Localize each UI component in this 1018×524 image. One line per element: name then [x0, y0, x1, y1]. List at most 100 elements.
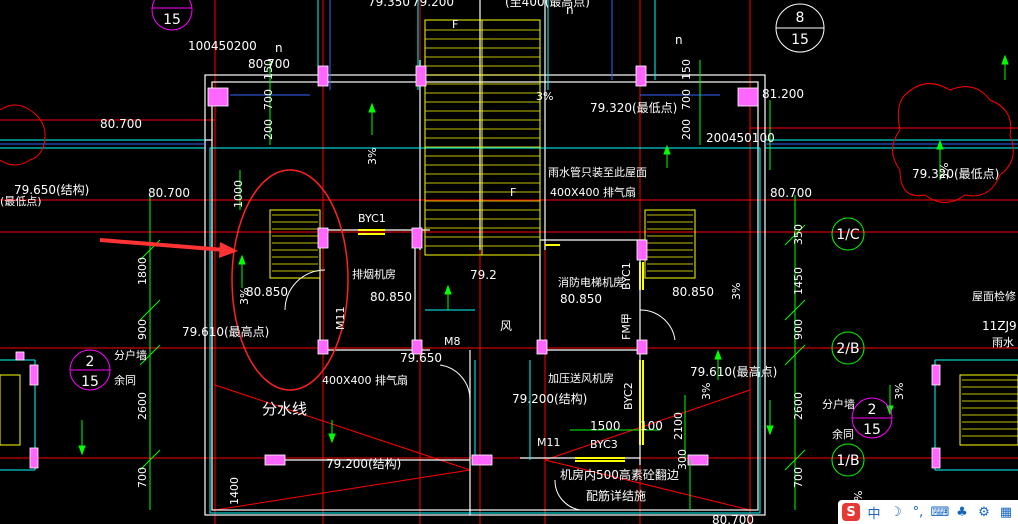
blue-lines: [0, 0, 1018, 145]
skin-icon[interactable]: ♣: [956, 504, 968, 520]
note-text: 分户墙: [114, 348, 147, 362]
note-text: F: [510, 186, 516, 199]
slope-text: 3%: [238, 288, 251, 305]
elevation-text: 81.200: [762, 87, 804, 101]
elevation-text: 80.850: [370, 290, 412, 304]
dimension-text: 300: [676, 449, 689, 470]
dimension-text: 200: [262, 119, 275, 140]
elevation-text: 79.650: [400, 351, 442, 365]
dimension-text: 1000: [232, 180, 245, 208]
room-name: 消防电梯机房: [558, 275, 624, 289]
detail-bubble-bottom-text: 15: [81, 374, 99, 390]
chinese-mode-toggle[interactable]: 中: [867, 506, 881, 522]
detail-bubble-top-text: 8: [796, 10, 805, 26]
slope-text: 3%: [700, 383, 713, 400]
axis-bubble-label: 2/B: [836, 341, 859, 357]
dimension-text: 900: [792, 319, 805, 340]
note-text: n: [566, 3, 574, 17]
note-text: (至400(最高点): [505, 0, 590, 9]
room-labels: 雨水管只装至此屋面 400X400 排气扇 400X400 排气扇 BYC1 排…: [114, 3, 1017, 503]
note-text: (最低点): [0, 195, 42, 208]
note-text: 11ZJ9: [982, 319, 1017, 333]
detail-bubble-bottom-text: 15: [791, 32, 809, 48]
note-text: n: [675, 33, 683, 47]
dimension-text: 150: [262, 59, 275, 80]
stair-treads: [272, 29, 1018, 437]
elevation-text: 80.700: [148, 186, 190, 200]
detail-bubble-top-text: 2: [868, 402, 877, 418]
elevation-text: 100450200: [188, 39, 257, 53]
elevation-text: 80.850: [560, 292, 602, 306]
axis-bubble-label: 1/C: [836, 227, 860, 243]
dimension-text: 100: [640, 419, 663, 433]
window-tag: BYC1: [358, 212, 386, 225]
door-tag: M8: [444, 335, 461, 348]
dimension-text: 200: [680, 119, 693, 140]
axis-bubble-2b: 2/B: [831, 331, 865, 365]
dimension-text: 350: [792, 224, 805, 245]
tools-icon[interactable]: ⚙: [978, 504, 990, 520]
note-text: 屋面检修: [972, 289, 1016, 303]
dimension-text: 2100: [672, 412, 685, 440]
dimension-text: 700: [262, 89, 275, 110]
slope-text: 3%: [893, 383, 906, 400]
room-name: 排烟机房: [352, 267, 396, 281]
elevation-text: 79.2: [470, 268, 497, 282]
highlight-ellipse: [231, 169, 349, 391]
window-tag: BYC2: [622, 382, 635, 410]
moon-icon[interactable]: ☽: [890, 504, 902, 520]
grid-icon[interactable]: ▦: [999, 504, 1013, 520]
window-tag: BYC1: [620, 262, 633, 290]
door-swings: [284, 269, 676, 511]
dimension-text: 1400: [228, 477, 241, 505]
note-text: 雨水: [992, 336, 1014, 349]
tree-symbols: [0, 83, 1014, 203]
dimension-text: 900: [136, 319, 149, 340]
dimension-text: 700: [680, 89, 693, 110]
split-line-label: 分水线: [262, 400, 307, 418]
door-tag: FM甲: [620, 313, 633, 340]
dimension-text: 1450: [792, 267, 805, 295]
dimension-text: 1500: [590, 419, 621, 433]
door-tag: M11: [537, 436, 561, 449]
dimension-text: 2600: [792, 392, 805, 420]
note-text: 余同: [114, 373, 136, 387]
dimension-text: 1800: [136, 257, 149, 285]
dimension-text: 150: [680, 59, 693, 80]
keyboard-icon[interactable]: ⌨: [930, 504, 950, 520]
elevation-text: 80.700: [100, 117, 142, 131]
room-name: 加压送风机房: [548, 371, 614, 385]
dimension-text: 700: [792, 467, 805, 488]
slope-text: 3%: [536, 90, 553, 103]
detail-bubble-2-15-right: 2 15: [851, 397, 893, 439]
elevation-text: 80.700: [248, 57, 290, 71]
elevation-text: 80.850: [246, 285, 288, 299]
side-stairs: [0, 209, 1018, 446]
punctuation-icon[interactable]: °,: [912, 504, 924, 520]
dimension-text: 700: [136, 467, 149, 488]
windows: [358, 229, 644, 462]
elevation-text: 79.610(最高点): [690, 364, 777, 379]
elevation-text: 79.650(结构): [14, 182, 89, 197]
note-text: 余同: [832, 427, 854, 441]
annotation-arrow: [99, 238, 238, 258]
detail-bubble-15-topleft: 15: [151, 0, 193, 31]
detail-bubble-top-text: 2: [86, 354, 95, 370]
elevation-text: 80.850: [672, 285, 714, 299]
note-text: 风: [500, 319, 512, 333]
door-tag: M11: [334, 307, 347, 331]
elevation-text: 200450100: [706, 131, 775, 145]
detail-bubble-2-15-left: 2 15: [69, 349, 111, 391]
columns: [15, 65, 941, 469]
sogou-logo-icon[interactable]: S: [842, 503, 860, 521]
axis-bubble-label: 1/B: [836, 453, 859, 469]
elevation-text: 80.700: [770, 186, 812, 200]
ime-toolbar[interactable]: S 中 ☽ °, ⌨ ♣ ⚙ ▦: [838, 500, 1018, 524]
axis-bubble-1b: 1/B: [831, 443, 865, 477]
note-text: 配筋详结施: [586, 488, 646, 503]
axis-bubble-1c: 1/C: [831, 217, 865, 251]
